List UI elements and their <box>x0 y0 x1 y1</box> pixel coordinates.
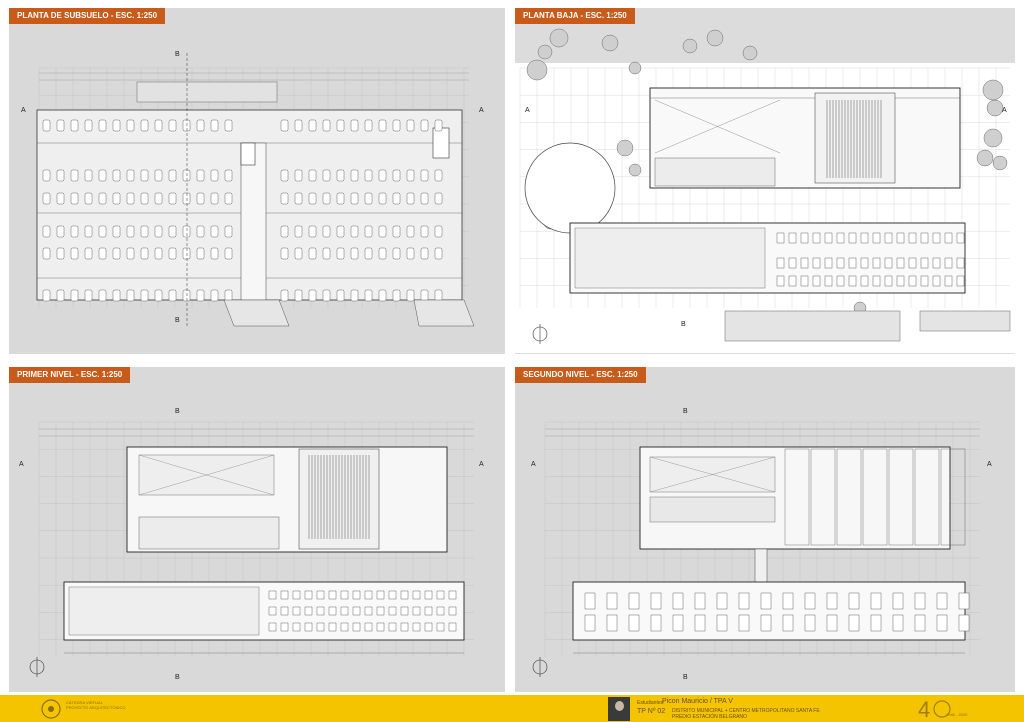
tp-number: TP Nº 02 <box>637 708 666 715</box>
section-mark-b: B <box>175 674 180 681</box>
project-title-line1: DISTRITO MUNICIPAL + CENTRO METROPOLITAN… <box>672 708 820 714</box>
chair-name-line1: CÁTEDRA VIRTUAL <box>66 700 103 705</box>
student-name: Picon Mauricio / TPA V <box>662 698 733 705</box>
section-mark-a: A <box>479 107 484 114</box>
anniversary-40-logo-icon: 4 <box>918 697 951 721</box>
svg-text:4: 4 <box>918 697 930 721</box>
basement-floor-plan: A A B B <box>21 51 484 328</box>
chair-name-line2: PROYECTO ARQUITECTÓNICO <box>66 705 126 710</box>
section-mark-b: B <box>681 321 686 328</box>
second-floor-plan: A A B B <box>531 408 992 681</box>
panel-title: SEGUNDO NIVEL - ESC. 1:250 <box>515 367 646 383</box>
section-mark-b: B <box>683 408 688 415</box>
section-mark-b: B <box>175 317 180 324</box>
plan-panel-basement: PLANTA DE SUBSUELO - ESC. 1:250 A A B B <box>9 8 505 354</box>
section-mark-a: A <box>21 107 26 114</box>
student-avatar <box>615 701 624 711</box>
panel-title: PLANTA DE SUBSUELO - ESC. 1:250 <box>9 8 166 24</box>
section-mark-a: A <box>531 461 536 468</box>
plan-panel-ground: PLANTA BAJA - ESC. 1:250 A A B <box>515 8 1015 354</box>
section-mark-a: A <box>19 461 24 468</box>
project-title-line2: PREDIO ESTACIÓN BELGRANO <box>672 714 747 720</box>
footer-bar <box>0 695 1024 722</box>
section-mark-b: B <box>175 51 180 58</box>
panel-title: PLANTA BAJA - ESC. 1:250 <box>515 8 635 24</box>
student-label: Estudiantes: <box>637 700 665 706</box>
first-floor-plan: A A B B <box>19 408 484 681</box>
chair-logo-icon <box>41 699 61 719</box>
ground-floor-plan: A A B <box>515 28 1015 353</box>
anniversary-years: 1980 - 2020 <box>946 712 968 717</box>
section-mark-a: A <box>525 107 530 114</box>
section-mark-a: A <box>987 461 992 468</box>
section-mark-b: B <box>175 408 180 415</box>
plan-panel-second: SEGUNDO NIVEL - ESC. 1:250 A A B B <box>515 367 1015 692</box>
section-mark-a: A <box>1002 107 1007 114</box>
plan-panel-first: PRIMER NIVEL - ESC. 1:250 A A B B <box>9 367 505 692</box>
section-mark-b: B <box>683 674 688 681</box>
panel-title: PRIMER NIVEL - ESC. 1:250 <box>9 367 131 383</box>
section-mark-a: A <box>479 461 484 468</box>
